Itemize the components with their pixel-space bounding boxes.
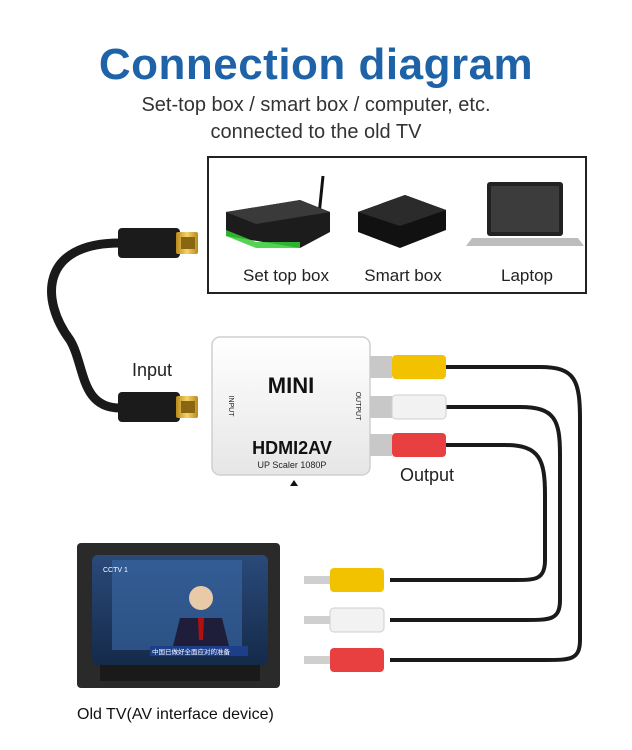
converter-brand: MINI [268,373,314,398]
rca-plug-icon [304,607,385,633]
tv-channel-logo: CCTV 1 [103,567,128,574]
rca-cable-red [390,443,547,582]
subtitle-line-1: Set-top box / smart box / computer, etc. [141,94,491,116]
rca-plug-icon [304,648,384,672]
subtitle-line-2: connected to the old TV [210,121,422,143]
rca-plug-icon [370,394,447,420]
converter-spec: UP Scaler 1080P [258,460,327,470]
crt-tv-icon: CCTV 1 中国已做好全面应对的准备 [77,543,280,688]
converter-model: HDMI2AV [252,438,332,458]
rca-plug-icon [304,568,384,592]
hdmi-plug-icon [118,228,198,258]
hdmi-plug-icon [118,392,198,422]
laptop-icon [466,182,584,246]
laptop-label: Laptop [501,266,553,285]
output-port-label: OUTPUT [354,392,361,422]
page-title: Connection diagram [98,40,534,89]
mini-hdmi2av-converter: MINI HDMI2AV UP Scaler 1080P INPUT OUTPU… [211,336,371,486]
set-top-box-label: Set top box [242,266,329,285]
rca-plug-icon [370,433,446,457]
set-top-box-icon [226,175,330,248]
output-label: Output [400,465,455,485]
smart-box-icon [358,195,446,248]
tv-caption: 中国已做好全面应对的准备 [152,647,231,656]
rca-plug-icon [370,355,446,379]
input-label: Input [132,360,173,380]
rca-cable-yellow [390,365,582,662]
rca-cable-white [390,405,562,622]
smart-box-label: Smart box [364,266,442,285]
tv-label: Old TV(AV interface device) [77,706,274,723]
hdmi-cable [47,238,125,413]
input-port-label: INPUT [227,396,234,418]
